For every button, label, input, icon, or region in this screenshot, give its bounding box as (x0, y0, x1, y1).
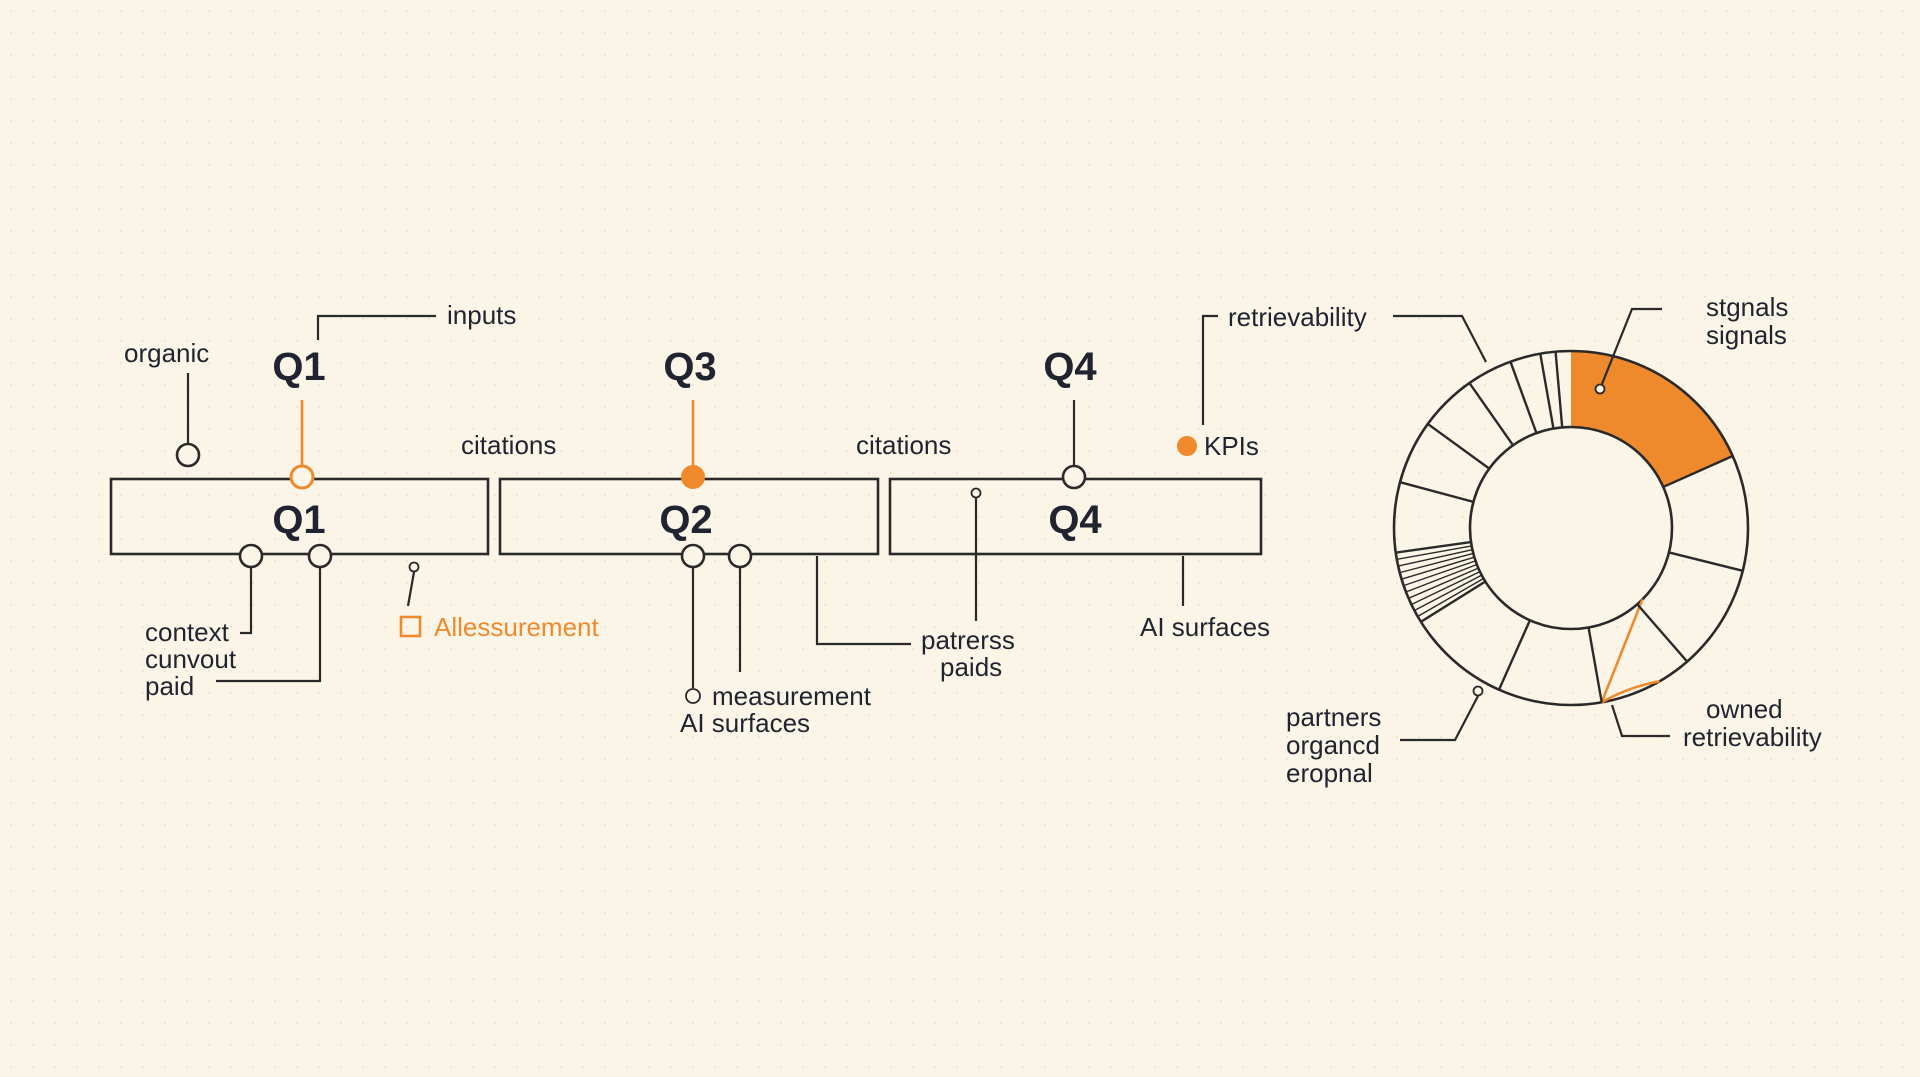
paid-connector (216, 567, 322, 683)
measurement-dot (685, 688, 701, 704)
label-patrerss: patrerss (921, 625, 1015, 655)
allessurement-connector (406, 571, 416, 607)
label-kpis: KPIs (1204, 431, 1259, 461)
donut-divider-5 (1497, 619, 1532, 691)
label-context: context (145, 617, 230, 647)
donut-segment-highlight (1571, 351, 1733, 487)
box-label-q4: Q4 (1048, 498, 1102, 542)
label-organic: organic (124, 338, 209, 368)
label-paids: paids (940, 652, 1002, 682)
donut-hatch-line (1408, 567, 1479, 599)
donut-orange-divider (1600, 598, 1644, 703)
donut-divider-6 (1420, 580, 1486, 623)
donut-divider-2 (1668, 551, 1744, 572)
signals-dot (1594, 383, 1606, 395)
donut-inner-ring (1468, 425, 1674, 631)
donut-hatch-line (1396, 545, 1472, 561)
donut-hatch-line (1397, 549, 1473, 567)
donut-divider-12 (1539, 353, 1555, 429)
label-organcd: organcd (1286, 730, 1380, 760)
signals-connector (1598, 307, 1662, 390)
donut-divider-10 (1468, 382, 1515, 446)
donut-hatch-line (1411, 571, 1481, 606)
retrievability-top-left-connector (1201, 314, 1218, 425)
label-eropnal: eropnal (1286, 758, 1373, 788)
inputs-connector (316, 314, 436, 340)
q3-marker (681, 465, 705, 489)
donut-divider-9 (1427, 422, 1490, 470)
donut-hatch-line (1414, 574, 1482, 612)
donut-hatch-line (1417, 577, 1484, 618)
label-measurement: measurement (712, 681, 872, 711)
box1-node-a (238, 543, 264, 569)
q4-marker (1061, 464, 1087, 490)
top-label-q4: Q4 (1043, 345, 1097, 389)
donut-divider-1 (1662, 454, 1734, 489)
donut-chart (1392, 349, 1750, 707)
donut-hatch-line (1399, 552, 1474, 574)
donut-hatch-line (1405, 563, 1478, 593)
context-connector (240, 567, 253, 635)
label-citations-2: citations (856, 430, 951, 460)
donut-divider-4 (1587, 627, 1603, 703)
q1-marker (289, 464, 315, 490)
label-stgnals: stgnals (1706, 292, 1788, 322)
box-label-q1: Q1 (272, 498, 325, 542)
box3-inner-dot (970, 487, 982, 499)
top-label-q3: Q3 (663, 345, 716, 389)
donut-outer-ring (1392, 349, 1750, 707)
owned-connector (1610, 704, 1670, 738)
label-cunvout: cunvout (145, 644, 237, 674)
box1-node-b (307, 543, 333, 569)
label-citations-1: citations (461, 430, 556, 460)
kpis-dot (1177, 436, 1197, 456)
allessurement-dot (408, 561, 420, 573)
label-allessurement: Allessurement (434, 612, 600, 642)
donut-divider-7 (1395, 540, 1472, 554)
label-ai-surfaces-2: AI surfaces (1140, 612, 1270, 642)
label-retrievability-top: retrievability (1228, 302, 1367, 332)
label-paid: paid (145, 671, 194, 701)
partners-dot (1472, 685, 1484, 697)
donut-orange-arc (1601, 680, 1660, 704)
donut-hatch-line (1403, 560, 1476, 587)
top-label-q1: Q1 (272, 345, 325, 389)
partners-connector (1400, 695, 1479, 742)
patrerss-connector (815, 556, 911, 646)
allessurement-square-icon (399, 615, 422, 638)
organic-node (175, 442, 201, 468)
donut-divider-13 (1554, 351, 1564, 428)
label-inputs: inputs (447, 300, 516, 330)
donut-divider-8 (1399, 481, 1474, 504)
box2-node-b (727, 543, 753, 569)
label-retrievability-bottom: retrievability (1683, 722, 1822, 752)
label-partners: partners (1286, 702, 1381, 732)
box2-node-a (680, 543, 706, 569)
donut-divider-11 (1509, 361, 1538, 434)
label-owned: owned (1706, 694, 1783, 724)
label-ai-surfaces-1: AI surfaces (680, 708, 810, 738)
donut-hatch-line (1401, 556, 1475, 580)
box-label-q2: Q2 (659, 498, 712, 542)
retrievability-top-right-connector (1393, 314, 1487, 363)
donut-divider-3 (1636, 603, 1689, 663)
label-signals: signals (1706, 320, 1787, 350)
